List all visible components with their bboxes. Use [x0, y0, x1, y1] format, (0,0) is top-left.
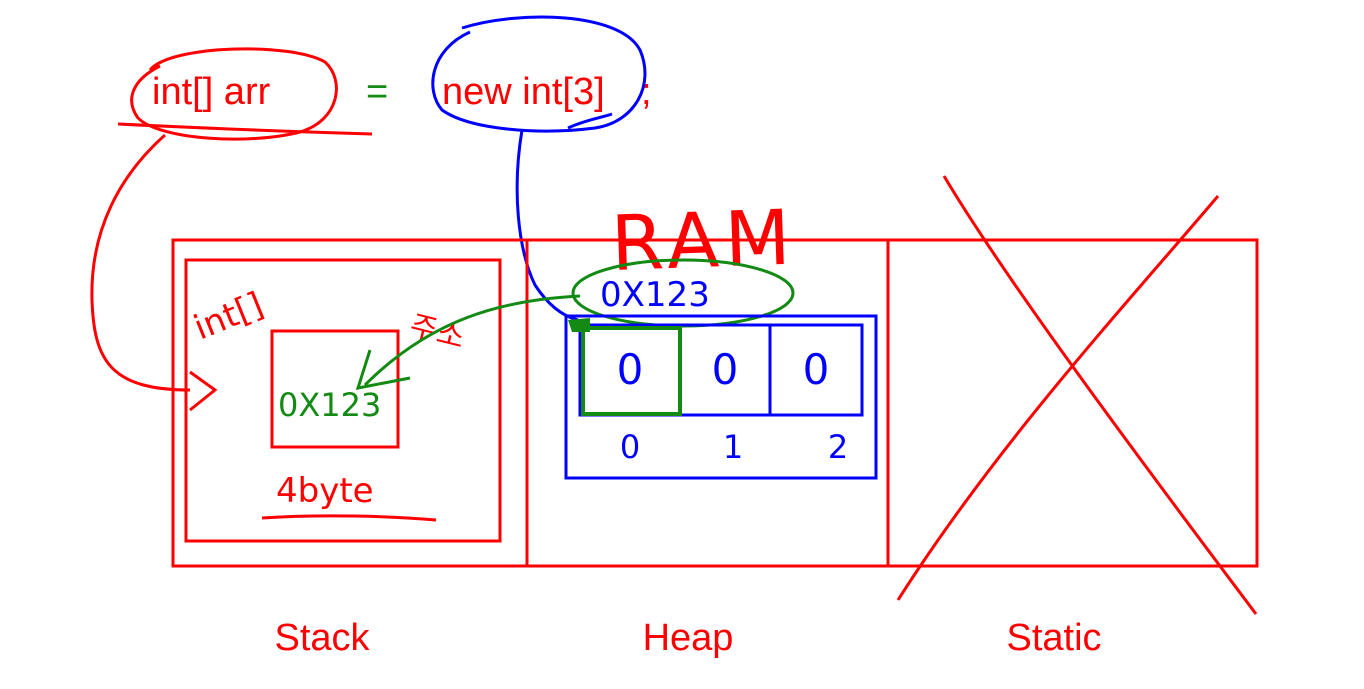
heap-array-cells	[578, 323, 864, 417]
code-assign-operator: =	[366, 71, 388, 113]
new-to-heap-arrow	[515, 129, 579, 322]
stack-area: int[] 0X123 주소 4byte	[184, 258, 502, 543]
heap-area: 0X123 0 0 0 0 1 2	[564, 258, 878, 480]
new-expression-circle	[431, 15, 647, 133]
first-cell-highlight	[581, 326, 682, 416]
stack-label: Stack	[274, 617, 370, 659]
stack-size-note: 4byte	[276, 471, 374, 511]
static-label: Static	[1006, 617, 1101, 659]
heap-address: 0X123	[600, 275, 710, 315]
stack-frame-type: int[]	[188, 285, 269, 349]
size-note-underline	[261, 514, 437, 522]
address-arrowhead	[355, 349, 411, 390]
stack-reference-value: 0X123	[278, 386, 381, 424]
address-to-stack-arrow	[363, 294, 581, 387]
heap-start-marker	[568, 318, 590, 332]
code-declaration: int[] arr	[152, 71, 271, 113]
heap-cell-0: 0	[617, 345, 644, 394]
heap-index-2: 2	[828, 428, 848, 466]
declaration-underline	[117, 122, 373, 136]
heap-array-object	[564, 314, 878, 480]
heap-index-0: 0	[620, 428, 640, 466]
heap-label: Heap	[643, 617, 734, 659]
heap-index-1: 1	[723, 428, 743, 466]
static-cross-line-2	[896, 195, 1220, 601]
new-expression-stroke	[567, 112, 613, 130]
stack-frame	[184, 258, 502, 543]
static-area	[896, 175, 1258, 615]
declaration-to-stack-arrow	[90, 133, 191, 392]
heap-cell-1: 0	[712, 345, 739, 394]
heap-cell-2: 0	[803, 345, 830, 394]
ram-box	[171, 238, 1259, 568]
declaration-arrowhead	[189, 370, 218, 412]
code-new-expression: new int[3]	[442, 71, 605, 113]
code-semicolon: ;	[641, 71, 652, 113]
static-cross-line-1	[942, 175, 1258, 615]
stack-variable-box	[270, 329, 400, 449]
